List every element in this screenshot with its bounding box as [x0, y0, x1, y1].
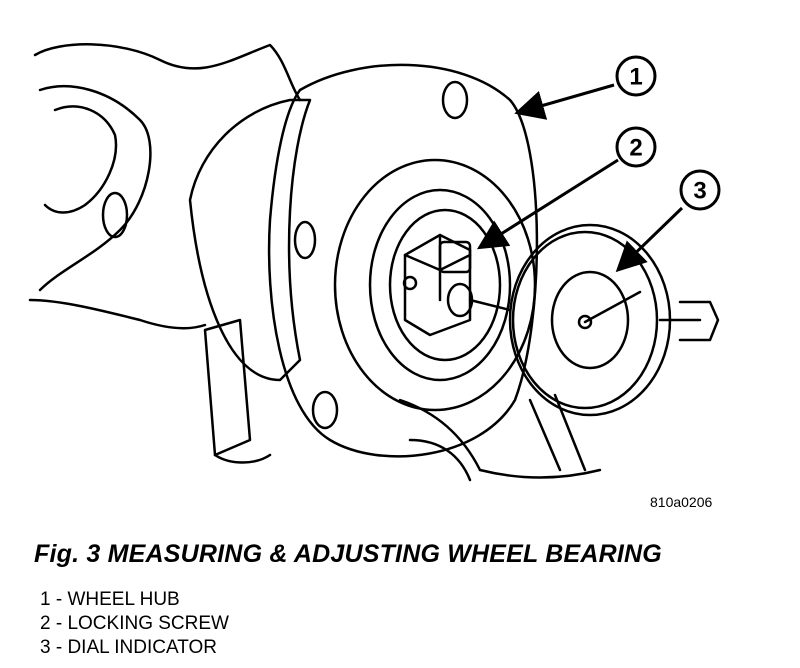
hub-flange — [267, 63, 539, 458]
hub-bore-mid — [368, 188, 512, 382]
legend-list: 1 - WHEEL HUB 2 - LOCKING SCREW 3 - DIAL… — [40, 588, 229, 660]
dial-needle — [583, 290, 642, 324]
locking-screw-head — [402, 275, 418, 291]
knuckle-bolt-hole — [101, 191, 129, 239]
callout-2-leader — [476, 158, 619, 250]
callout-3-number: 3 — [693, 178, 706, 205]
hub-bore-outer — [333, 158, 537, 412]
dial-stem — [658, 300, 720, 342]
callout-2-number: 2 — [629, 135, 642, 162]
figure-caption: Fig. 3 MEASURING & ADJUSTING WHEEL BEARI… — [34, 540, 662, 568]
plunger-rod — [468, 298, 512, 312]
callout-1-leader — [514, 83, 615, 120]
plunger-tip — [446, 282, 474, 318]
dial-center — [577, 314, 593, 330]
callout-3-circle — [679, 169, 721, 211]
wheel-bearing-illustration: 1 2 3 — [28, 43, 721, 482]
flange-lug-hole-2 — [293, 220, 317, 260]
hub-cylinder — [188, 98, 312, 382]
knuckle-inner — [43, 105, 118, 214]
flange-lug-hole-1 — [441, 80, 469, 120]
callout-3-leader — [615, 206, 684, 273]
wheel-lower — [398, 398, 482, 482]
dial-rim — [511, 230, 659, 410]
figure-code: 810a0206 — [650, 494, 713, 510]
dial-mount — [478, 393, 602, 479]
flange-lug-hole-3 — [311, 390, 339, 430]
lower-bracket — [203, 318, 252, 457]
callout-2-circle — [615, 126, 657, 168]
callout-1-circle — [615, 55, 657, 97]
legend-item-locking-screw: 2 - LOCKING SCREW — [40, 613, 229, 634]
hub-bore-inner — [388, 208, 502, 362]
legend-item-dial-indicator: 3 - DIAL INDICATOR — [40, 637, 218, 658]
dial-face — [550, 270, 630, 370]
locking-screw-body — [438, 240, 472, 274]
callout-1-number: 1 — [629, 64, 642, 91]
legend-item-wheel-hub: 1 - WHEEL HUB — [40, 589, 180, 610]
knuckle-outline — [28, 43, 302, 330]
